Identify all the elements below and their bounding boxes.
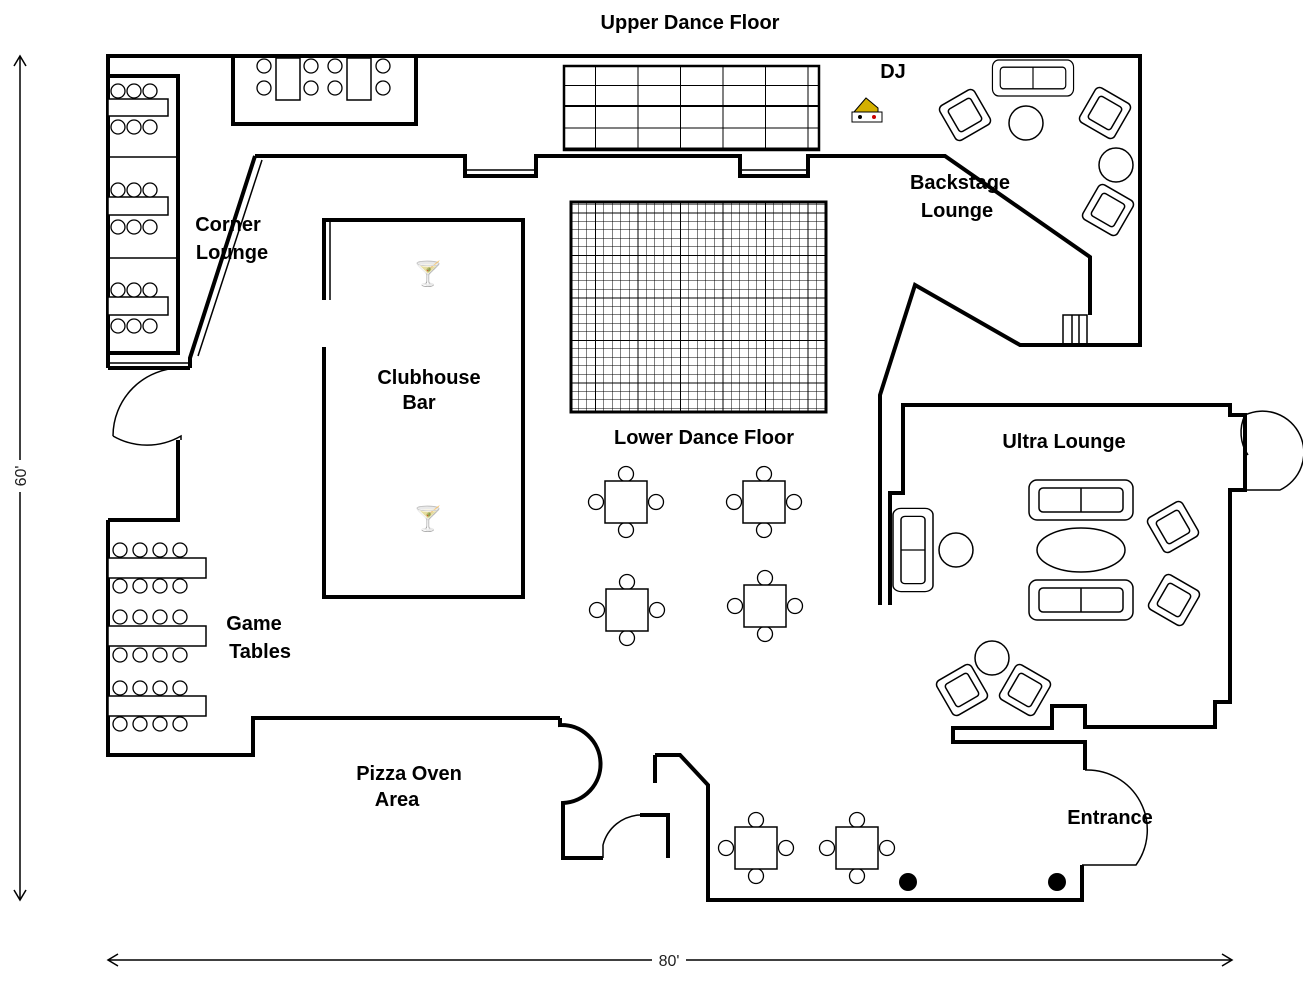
backstage-lounge-label-line2: Lounge: [921, 200, 993, 222]
door-swings: [108, 159, 1303, 866]
martini-glass-icon: 🍸: [413, 259, 443, 288]
dj-label: DJ: [880, 61, 906, 83]
game-tables-label-line1: Game: [226, 613, 282, 635]
backstage-lounge-furniture: [936, 59, 1137, 239]
height-dimension: [13, 54, 27, 902]
entrance-label: Entrance: [1067, 807, 1153, 829]
martini-glass-icon: 🍸: [413, 504, 443, 533]
height-dimension-label: 60': [13, 466, 30, 487]
clubhouse-bar-label-line2: Bar: [402, 392, 436, 414]
clubhouse-bar-label-line1: Clubhouse: [377, 367, 480, 389]
upper-dance-floor: [562, 64, 821, 152]
game-tables: [107, 542, 207, 732]
lower-floor-tables: [587, 465, 896, 885]
width-dimension-label: 80': [659, 953, 680, 970]
clubhouse-bar: 🍸 🍸: [322, 218, 525, 599]
ultra-lounge-label: Ultra Lounge: [1002, 431, 1125, 453]
ultra-lounge-furniture: [892, 479, 1203, 719]
corner-lounge-label-line2: Lounge: [196, 242, 268, 264]
corner-lounge-booths: [107, 98, 178, 316]
width-dimension: [106, 953, 1234, 967]
upper-dance-floor-label: Upper Dance Floor: [601, 12, 780, 34]
turntable-icon: [851, 97, 883, 123]
corner-lounge-label-line1: Corner: [195, 214, 261, 236]
pizza-oven-label-line1: Pizza Oven: [356, 763, 462, 785]
game-tables-label-line2: Tables: [229, 641, 291, 663]
walls: [106, 54, 1247, 902]
lower-dance-floor-label: Lower Dance Floor: [614, 427, 794, 449]
lower-dance-floor: [569, 200, 828, 414]
upper-tables: [256, 57, 391, 101]
columns: [899, 873, 1066, 891]
pizza-oven-label-line2: Area: [375, 789, 420, 811]
backstage-lounge-label-line1: Backstage: [910, 172, 1010, 194]
